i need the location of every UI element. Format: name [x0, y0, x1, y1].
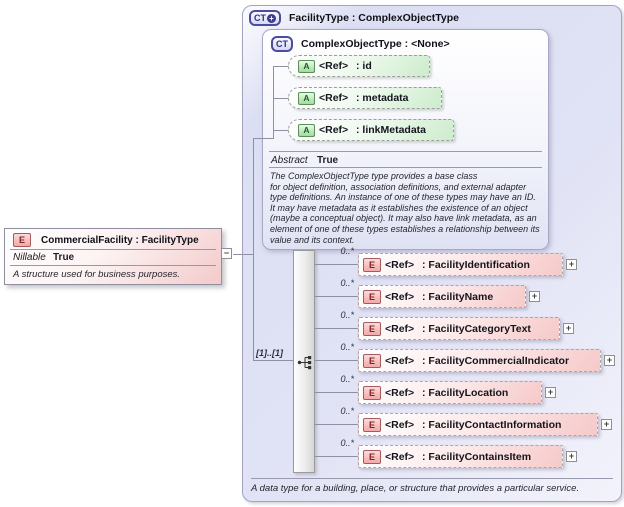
attribute-row-metadata[interactable]: A <Ref> : metadata [288, 87, 442, 109]
attribute-icon: A [298, 59, 315, 73]
cardinality-label: 0..* [340, 246, 354, 256]
element-name: : FacilityCategoryText [422, 322, 531, 335]
expand-button[interactable]: + [604, 355, 615, 366]
expand-button[interactable]: + [545, 387, 556, 398]
ct-badge-text: CT [276, 39, 288, 49]
cardinality-label: 0..* [340, 374, 354, 384]
element-icon: E [363, 449, 381, 464]
element-icon: E [363, 385, 381, 400]
cardinality-label: 0..* [340, 342, 354, 352]
attribute-name: : id [356, 60, 372, 72]
cardinality-label: 0..* [340, 438, 354, 448]
element-row-facilitycontainsitem[interactable]: E <Ref> : FacilityContainsItem [358, 445, 563, 468]
nillable-value: True [53, 252, 75, 263]
cardinality-label: 0..* [340, 406, 354, 416]
expand-button[interactable]: + [601, 419, 612, 430]
divider [269, 151, 542, 152]
connector-line [273, 66, 274, 139]
collapse-button[interactable]: − [221, 248, 232, 259]
attribute-ref: <Ref> [319, 60, 349, 72]
connector-line [253, 138, 274, 139]
base-type-title: ComplexObjectType : <None> [301, 38, 450, 50]
attribute-row-id[interactable]: A <Ref> : id [288, 55, 430, 77]
element-icon: E [363, 257, 381, 272]
attribute-icon: A [298, 91, 315, 105]
element-ref: <Ref> [385, 258, 415, 271]
element-row-facilityidentification[interactable]: E <Ref> : FacilityIdentification [358, 253, 563, 276]
connector-line [315, 296, 358, 297]
connector-line [315, 264, 358, 265]
sequence-bar[interactable] [293, 250, 315, 473]
element-ref: <Ref> [385, 322, 415, 335]
element-icon: E [13, 233, 31, 247]
element-icon: E [363, 353, 381, 368]
connector-line [315, 360, 358, 361]
connector-line [233, 254, 253, 255]
attribute-name: : linkMetadata [356, 124, 427, 136]
element-ref: <Ref> [385, 418, 415, 431]
element-icon: E [363, 289, 381, 304]
attribute-row-linkmetadata[interactable]: A <Ref> : linkMetadata [288, 119, 454, 141]
complex-type-icon: CT [271, 36, 293, 52]
root-element-box[interactable]: E CommercialFacility : FacilityType Nill… [4, 228, 222, 285]
connector-line [315, 392, 358, 393]
expand-button[interactable]: + [566, 451, 577, 462]
connector-line [273, 130, 289, 131]
divider [10, 265, 216, 266]
attribute-icon: A [298, 123, 315, 137]
divider [10, 249, 216, 250]
facility-type-annotation: A data type for a building, place, or st… [251, 483, 580, 494]
expand-button[interactable]: + [563, 323, 574, 334]
abstract-label: Abstract [271, 155, 308, 166]
element-name: : FacilityContactInformation [422, 418, 562, 431]
plus-circle-icon: + [267, 13, 276, 23]
root-element-annotation: A structure used for business purposes. [13, 269, 181, 280]
element-row-facilitycommercialindicator[interactable]: E <Ref> : FacilityCommercialIndicator [358, 349, 601, 372]
element-row-facilitycategorytext[interactable]: E <Ref> : FacilityCategoryText [358, 317, 560, 340]
nillable-label: Nillable [13, 252, 46, 263]
attribute-ref: <Ref> [319, 92, 349, 104]
base-type-annotation: The ComplexObjectType type provides a ba… [270, 171, 540, 245]
attribute-name: : metadata [356, 92, 409, 104]
element-ref: <Ref> [385, 354, 415, 367]
element-name: : FacilityIdentification [422, 258, 530, 271]
connector-line [273, 66, 289, 67]
ct-badge-text: CT [254, 13, 266, 23]
element-row-facilitylocation[interactable]: E <Ref> : FacilityLocation [358, 381, 542, 404]
element-name: : FacilityName [422, 290, 494, 303]
element-ref: <Ref> [385, 386, 415, 399]
element-icon: E [363, 417, 381, 432]
connector-line [315, 424, 358, 425]
connector-line [315, 328, 358, 329]
cardinality-label: 0..* [340, 310, 354, 320]
element-row-facilityname[interactable]: E <Ref> : FacilityName [358, 285, 526, 308]
connector-line [253, 138, 254, 360]
attribute-ref: <Ref> [319, 124, 349, 136]
element-ref: <Ref> [385, 290, 415, 303]
element-icon: E [363, 321, 381, 336]
root-element-title: CommercialFacility : FacilityType [41, 234, 199, 246]
element-name: : FacilityCommercialIndicator [422, 354, 570, 367]
connector-line [315, 456, 358, 457]
connector-line [253, 360, 293, 361]
divider [269, 167, 542, 168]
cardinality-label: 0..* [340, 278, 354, 288]
facility-type-title: FacilityType : ComplexObjectType [289, 12, 459, 24]
expand-button[interactable]: + [529, 291, 540, 302]
divider [251, 478, 613, 479]
sequence-cardinality-label: [1]..[1] [256, 348, 283, 358]
abstract-value: True [317, 155, 339, 166]
expand-button[interactable]: + [566, 259, 577, 270]
sequence-icon [297, 356, 312, 370]
element-row-facilitycontactinformation[interactable]: E <Ref> : FacilityContactInformation [358, 413, 598, 436]
element-ref: <Ref> [385, 450, 415, 463]
element-name: : FacilityLocation [422, 386, 509, 399]
complex-type-plus-icon: CT + [249, 10, 281, 26]
element-name: : FacilityContainsItem [422, 450, 532, 463]
connector-line [273, 98, 289, 99]
